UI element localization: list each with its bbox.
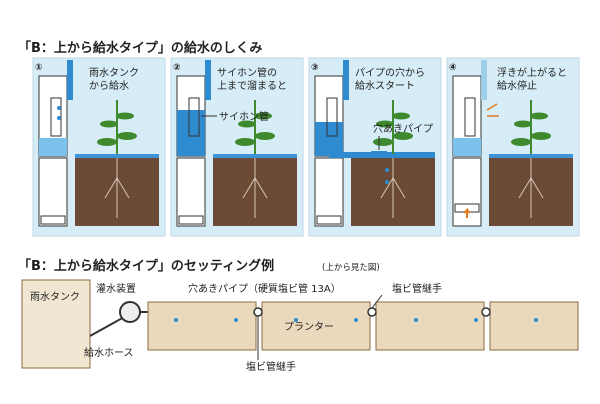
drop <box>474 318 478 322</box>
float <box>316 215 342 225</box>
float <box>178 215 204 225</box>
step-caption-line2: から給水 <box>89 79 129 92</box>
leaf <box>373 138 393 146</box>
float <box>40 215 66 225</box>
supply-hose <box>89 315 127 337</box>
section-title-note: (上から見た図) <box>322 263 380 273</box>
planter-label: プランター <box>284 321 334 333</box>
rain-tank <box>21 279 91 369</box>
stop-spark <box>486 103 498 111</box>
arrow-up-icon <box>463 207 471 218</box>
drop <box>294 318 298 322</box>
step-caption-line2: 上まで溜まると <box>217 79 287 92</box>
drop <box>385 168 389 172</box>
leaf <box>235 138 255 146</box>
leader-line <box>371 294 383 309</box>
device-label: 灌水装置 <box>96 282 136 295</box>
drop <box>174 318 178 322</box>
water-level <box>177 110 205 156</box>
roots <box>380 158 406 218</box>
drop <box>57 106 61 110</box>
leaf <box>392 112 410 120</box>
pipe-label: 穴あきパイプ（硬質塩ビ管 13A） <box>188 282 341 295</box>
joint <box>253 307 263 317</box>
siphon-pipe <box>188 97 200 137</box>
drop <box>534 318 538 322</box>
leaf <box>511 138 531 146</box>
tank-label: 雨水タンク <box>30 291 80 303</box>
roots <box>242 158 268 218</box>
step-panel-2: ② サイホン管の 上まで溜まると サイホン管 <box>170 57 304 237</box>
leaf <box>100 120 118 128</box>
joint-label-bottom: 塩ビ管継手 <box>246 360 296 373</box>
step-caption-line1: 浮きが上がると <box>497 66 567 79</box>
step-caption-line1: パイプの穴から <box>355 66 425 79</box>
leaf <box>376 120 394 128</box>
step-number: ① <box>35 63 43 73</box>
joint-label-top: 塩ビ管継手 <box>392 282 442 295</box>
leaf <box>393 132 413 140</box>
step-caption-line1: 雨水タンク <box>89 67 139 79</box>
setting-diagram: 雨水タンク 給水ホース 灌水装置 穴あきパイプ（硬質塩ビ管 13A） プランター… <box>21 279 579 373</box>
water-level <box>39 138 67 156</box>
leaf <box>530 112 548 120</box>
leaf <box>514 120 532 128</box>
device-lower-box <box>38 157 68 227</box>
planter <box>147 301 257 351</box>
planter <box>261 301 371 351</box>
joint <box>481 307 491 317</box>
leaf <box>116 112 134 120</box>
siphon-pipe <box>464 97 476 137</box>
pipe-surface <box>213 154 297 158</box>
step-caption-line1: サイホン管の <box>217 66 277 79</box>
siphon-pipe <box>50 97 62 137</box>
step-caption-line2: 給水停止 <box>497 79 537 92</box>
roots <box>518 158 544 218</box>
water-level <box>315 122 343 156</box>
section-title-mechanism: 「B：上から給水タイプ」の給水のしくみ <box>18 40 262 56</box>
device-lower-box <box>176 157 206 227</box>
step-panel-1: ① 雨水タンク から給水 <box>32 57 166 237</box>
hose-label: 給水ホース <box>84 346 134 359</box>
supply-pipe <box>67 60 73 100</box>
leaf <box>531 132 551 140</box>
drop <box>385 180 389 184</box>
step-panel-3: ③ パイプの穴から 給水スタート 穴あきパイプ <box>308 57 442 237</box>
step-caption-line2: 給水スタート <box>355 79 415 92</box>
roots <box>104 158 130 218</box>
drop <box>234 318 238 322</box>
device-lower-box <box>314 157 344 227</box>
step-number: ② <box>173 63 181 73</box>
planter <box>489 301 579 351</box>
step-panel-4: ④ 浮きが上がると 給水停止 <box>446 57 580 237</box>
supply-pipe <box>205 60 211 100</box>
drop <box>57 116 61 120</box>
leaf <box>254 112 272 120</box>
pipe-surface <box>75 154 159 158</box>
supply-pipe <box>343 60 349 100</box>
supply-pipe <box>481 60 487 100</box>
siphon-pipe <box>326 97 338 137</box>
sublabel-perforated-pipe: 穴あきパイプ <box>373 122 433 135</box>
step-number: ③ <box>311 63 319 73</box>
joint <box>367 307 377 317</box>
water-level <box>453 138 481 156</box>
planter <box>375 301 485 351</box>
leaf <box>255 132 275 140</box>
drop <box>354 318 358 322</box>
step-number: ④ <box>449 63 457 73</box>
sublabel-siphon: サイホン管 <box>219 110 269 123</box>
pipe-surface <box>489 154 573 158</box>
irrigation-device <box>119 301 141 323</box>
perforated-pipe <box>329 152 435 158</box>
leaf <box>238 120 256 128</box>
leaf <box>97 138 117 146</box>
leaf <box>117 132 137 140</box>
drop <box>414 318 418 322</box>
section-title-setting: 「B：上から給水タイプ」のセッティング例 <box>18 258 274 274</box>
